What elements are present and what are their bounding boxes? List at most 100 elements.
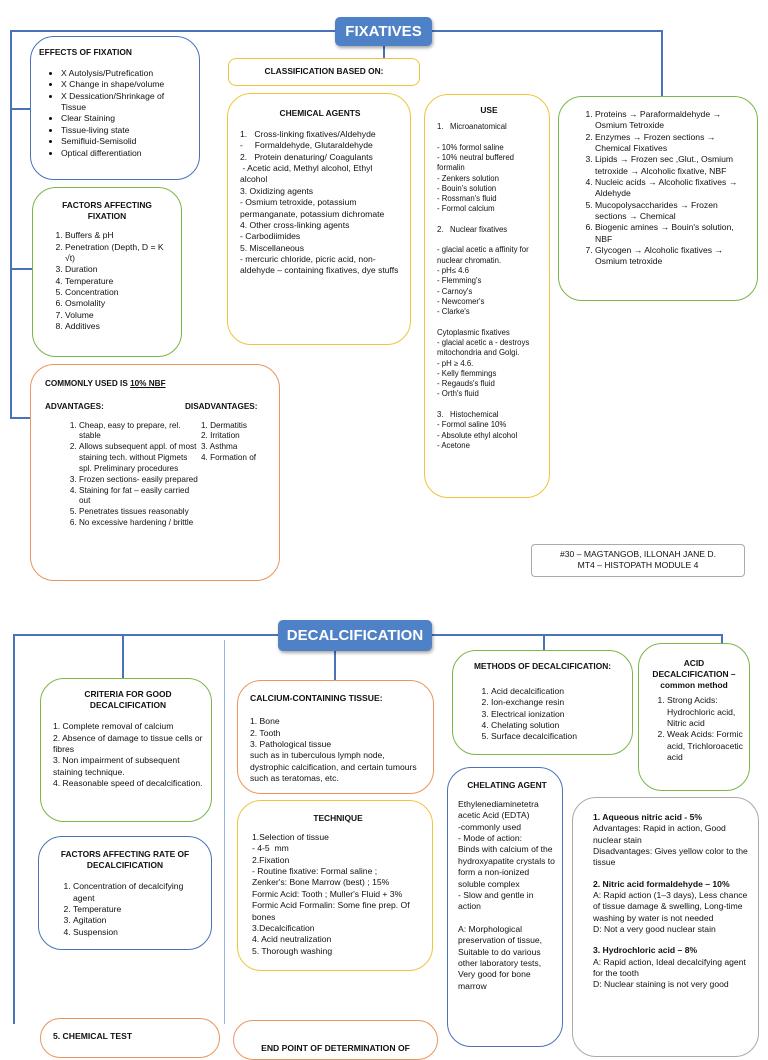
list-item: Formic Acid: Tooth ; Muller's Fluid + 3%: [252, 888, 403, 899]
connector-line: [432, 634, 722, 636]
connector-line: [10, 108, 32, 110]
connector-line: [432, 30, 662, 32]
list-item: - mercuric chloride, picric acid, non-al…: [240, 253, 399, 276]
effects-title: EFFECTS OF FIXATION: [39, 47, 132, 57]
list-item: Cytoplasmic fixatives: [437, 327, 510, 337]
connector-line: [13, 634, 278, 636]
list-item: Acid decalcification: [491, 686, 624, 697]
list-item: 4. Acid neutralization: [252, 934, 332, 945]
credit-line-1: #30 – MAGTANGOB, ILLONAH JANE D.: [559, 549, 716, 559]
list-item: such as in tuberculous lymph node, dystr…: [250, 750, 420, 784]
list-item: Allows subsequent appl. of most staining…: [79, 442, 199, 474]
list-item: Temperature: [65, 276, 175, 287]
use-title: USE: [480, 105, 498, 115]
list-item: Ion-exchange resin: [491, 697, 624, 708]
methods-list: Acid decalcificationIon-exchange resinEl…: [461, 686, 624, 743]
list-item: - Newcomer's: [437, 296, 485, 306]
acid-detail: D: Not a very good nuclear stain: [593, 924, 716, 935]
credit-box: #30 – MAGTANGOB, ILLONAH JANE D. MT4 – H…: [531, 544, 745, 577]
list-item: - Carbodiimides: [240, 231, 301, 242]
list-item: - Formaldehyde, Glutaraldehyde: [240, 140, 373, 151]
connector-line: [383, 46, 385, 58]
acid-list: Strong Acids: Hydrochloric acid, Nitric …: [645, 695, 743, 763]
list-item: Osmolality: [65, 298, 175, 309]
list-item: 5. Thorough washing: [252, 945, 333, 956]
list-item: Suspension: [73, 927, 203, 938]
list-item: Tissue-living state: [61, 125, 191, 136]
list-item: 1. Bone: [250, 716, 280, 727]
list-item: - pH ≥ 4.6.: [437, 358, 474, 368]
calcium-title: CALCIUM-CONTAINING TISSUE:: [250, 693, 383, 703]
list-item: - Zenkers solution: [437, 173, 499, 183]
list-item: 3. Pathological tissue: [250, 739, 332, 750]
acid-detail: A: Rapid action, Ideal decalcifying agen…: [593, 956, 746, 979]
list-item: - 10% neutral buffered formalin: [437, 152, 517, 173]
list-item: 3. Oxidizing agents: [240, 185, 314, 196]
list-item: Biogenic amines → Bouin's solution, NBF: [595, 222, 749, 245]
acid-detail: Advantages: Rapid in action, Good nuclea…: [593, 823, 726, 845]
acid-heading: 1. Aqueous nitric acid - 5%: [593, 812, 703, 822]
list-item: Clear Staining: [61, 113, 191, 124]
list-item: - glacial acetic a - destroys mitochondr…: [437, 338, 532, 358]
connector-line: [122, 634, 124, 678]
list-item: - Orth's fluid: [437, 389, 479, 399]
connector-line: [10, 30, 12, 418]
acid-details-box: 1. Aqueous nitric acid - 5%Advantages: R…: [572, 797, 759, 1057]
list-item: 2. Tooth: [250, 727, 281, 738]
effects-list: X Autolysis/PutreficationX Change in sha…: [39, 68, 191, 159]
list-item: Electrical ionization: [491, 709, 624, 720]
list-item: Zenker's: Bone Marrow (best) ; 15%: [252, 877, 390, 888]
list-item: Proteins → Paraformaldehyde → Osmium Tet…: [595, 109, 749, 132]
acid-title: ACID DECALCIFICATION – common method: [652, 658, 736, 691]
list-item: Glycogen → Alcoholic fixatives → Osmium …: [595, 245, 749, 268]
list-item: 3.Decalcification: [252, 922, 315, 933]
list-item: Chelating solution: [491, 720, 624, 731]
advantages-list: Cheap, easy to prepare, rel. stableAllow…: [45, 421, 199, 529]
endpoint-box: END POINT OF DETERMINATION OF: [233, 1020, 438, 1060]
connector-line: [10, 268, 32, 270]
connector-line: [10, 30, 335, 32]
use-list: 1. Microanatomical - 10% formol saline- …: [437, 122, 541, 451]
substance-fixative-list: Proteins → Paraformaldehyde → Osmium Tet…: [567, 109, 749, 268]
connector-line: [543, 634, 545, 650]
acid-detail: A: Rapid action (1–3 days), Less chance …: [593, 890, 748, 923]
list-item: Optical differentiation: [61, 148, 191, 159]
list-item: - Kelly flemmings: [437, 368, 497, 378]
list-item: - Carnoy's: [437, 286, 473, 296]
list-item: Agitation: [73, 915, 203, 926]
list-item: X Change in shape/volume: [61, 79, 191, 90]
list-item: Concentration of decalcifying agent: [73, 881, 203, 904]
list-item: - Bouin's solution: [437, 183, 497, 193]
list-item: - Routine fixative: Formal saline ;: [252, 866, 378, 877]
criteria-title: CRITERIA FOR GOOD DECALCIFICATION: [84, 689, 172, 711]
list-item: [437, 400, 541, 410]
list-item: 1. Cross-linking fixatives/Aldehyde: [240, 129, 376, 140]
chelating-list: Ethylenediaminetetra acetic Acid (EDTA)-…: [458, 799, 556, 992]
list-item: Binds with calcium of the hydroxyapatite…: [458, 844, 558, 889]
methods-title: METHODS OF DECALCIFICATION:: [473, 661, 612, 671]
advantages-label: ADVANTAGES:: [45, 401, 104, 411]
list-item: - 4-5 mm: [252, 843, 289, 854]
chemical-test-box: 5. CHEMICAL TEST: [40, 1018, 220, 1058]
acid-heading: 3. Hydrochloric acid – 8%: [593, 945, 698, 956]
list-item: Strong Acids: Hydrochloric acid, Nitric …: [667, 695, 743, 729]
list-item: 3. Asthma: [201, 442, 238, 452]
list-item: Surface decalcification: [491, 731, 624, 742]
list-item: 1. Complete removal of calcium: [53, 721, 174, 732]
factors-rate-list: Concentration of decalcifying agentTempe…: [47, 881, 203, 938]
acid-detail: Disadvantages: Gives yellow color to the…: [593, 846, 748, 868]
list-item: Mucopolysaccharides → Frozen sections → …: [595, 200, 749, 223]
list-item: - Rossman's fluid: [437, 194, 497, 204]
list-item: X Dessication/Shrinkage of Tissue: [61, 91, 191, 114]
list-item: Enzymes → Frozen sections → Chemical Fix…: [595, 132, 749, 155]
chemical-agents-list: 1. Cross-linking fixatives/Aldehyde- For…: [240, 129, 400, 276]
commonly-used-box: COMMONLY USED IS 10% NBF ADVANTAGES: DIS…: [30, 364, 280, 581]
list-item: 4. Reasonable speed of decalcification.: [53, 777, 203, 788]
list-item: Penetration (Depth, D = K √t): [65, 242, 175, 265]
factors-affecting-fixation-box: FACTORS AFFECTING FIXATION Buffers & pHP…: [32, 187, 182, 357]
commonly-used-title: COMMONLY USED IS 10% NBF: [45, 379, 166, 388]
connector-line: [10, 417, 32, 419]
